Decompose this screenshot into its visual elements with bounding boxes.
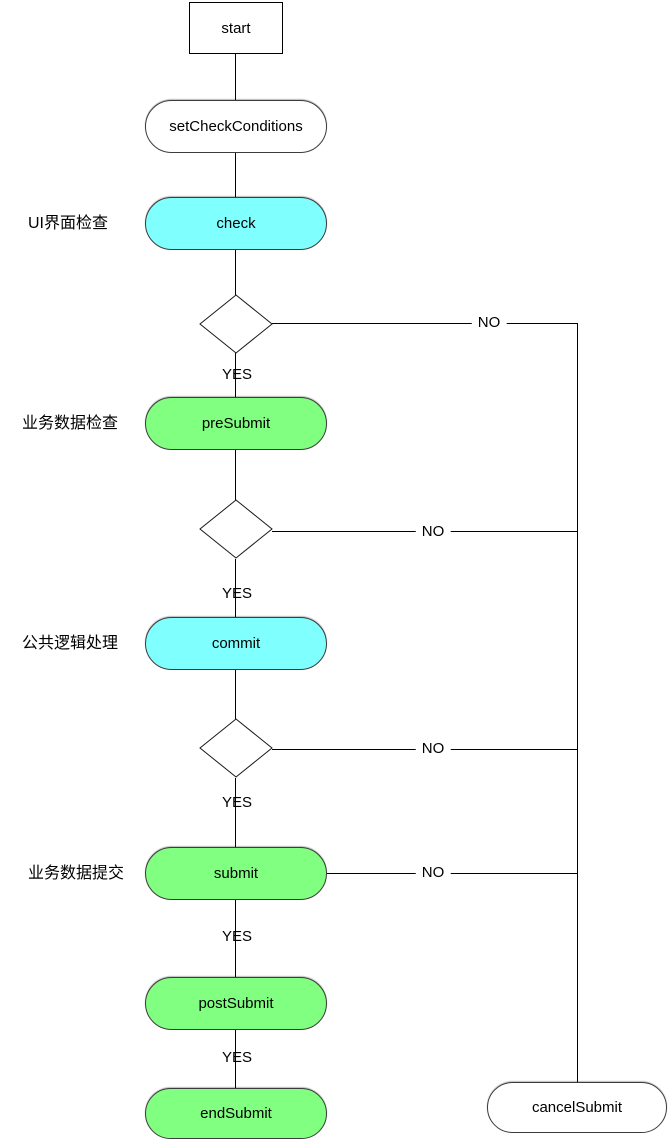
side-label-pre-submit: 业务数据检查 <box>22 415 119 432</box>
node-pre-submit-label: preSubmit <box>201 415 271 432</box>
connector-decision1-presubmit <box>235 353 236 397</box>
edge-label-no-4: NO <box>415 865 451 881</box>
decision-diamond-3 <box>199 718 273 778</box>
edge-label-yes-3: YES <box>221 794 253 811</box>
connector-presubmit-decision2 <box>235 450 236 501</box>
node-commit-label: commit <box>211 635 261 652</box>
side-label-submit: 业务数据提交 <box>28 865 125 882</box>
decision-diamond-1 <box>199 294 273 354</box>
node-set-check-conditions-label: setCheckConditions <box>169 118 303 135</box>
connector-check-decision1 <box>235 250 236 296</box>
node-cancel-submit: cancelSubmit <box>487 1082 667 1133</box>
node-commit: commit <box>145 617 327 670</box>
node-start: start <box>189 2 283 54</box>
node-check-label: check <box>216 215 256 232</box>
node-set-check-conditions: setCheckConditions <box>145 100 327 153</box>
edge-label-yes-5: YES <box>221 1049 253 1066</box>
decision-diamond-2 <box>199 499 273 559</box>
node-end-submit-label: endSubmit <box>200 1105 272 1122</box>
connector-cancel-branch <box>577 323 578 1082</box>
edge-label-yes-1: YES <box>221 366 253 383</box>
node-pre-submit: preSubmit <box>145 397 327 450</box>
node-check: check <box>145 197 327 250</box>
connector-decision2-commit <box>235 559 236 617</box>
connector-postsubmit-endsubmit <box>235 1030 236 1088</box>
node-cancel-submit-label: cancelSubmit <box>531 1099 623 1116</box>
edge-label-no-3: NO <box>415 741 451 757</box>
edge-label-yes-2: YES <box>221 585 253 602</box>
edge-label-no-2: NO <box>415 524 451 540</box>
node-submit-label: submit <box>213 865 259 882</box>
no-branch-line-4 <box>326 873 578 874</box>
node-post-submit: postSubmit <box>145 977 327 1030</box>
node-start-label: start <box>221 19 251 37</box>
side-label-commit: 公共逻辑处理 <box>22 635 119 652</box>
edge-label-yes-4: YES <box>221 928 253 945</box>
no-branch-line-1 <box>272 323 578 324</box>
connector-submit-postsubmit <box>235 900 236 977</box>
connector-decision3-submit <box>235 778 236 847</box>
connector-start-setcheck <box>235 54 236 100</box>
edge-label-no-1: NO <box>471 315 507 331</box>
node-submit: submit <box>145 847 327 900</box>
connector-setcheck-check <box>235 152 236 197</box>
node-end-submit: endSubmit <box>145 1088 327 1139</box>
connector-commit-decision3 <box>235 670 236 720</box>
side-label-check: UI界面检查 <box>28 215 109 232</box>
node-post-submit-label: postSubmit <box>198 995 274 1012</box>
